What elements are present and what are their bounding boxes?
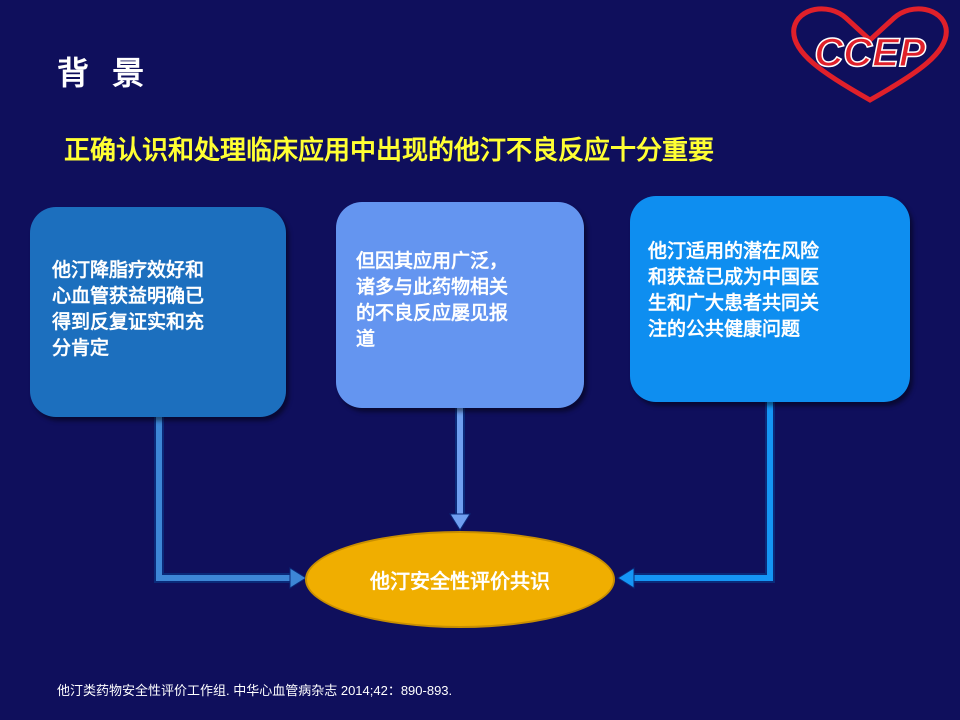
consensus-label: 他汀安全性评价共识 xyxy=(370,569,550,593)
statement-text: 他汀适用的潜在风险 和获益已成为中国医 生和广大患者共同关 注的公共健康问题 xyxy=(648,240,820,340)
arrow-left xyxy=(154,417,307,589)
subtitle: 正确认识和处理临床应用中出现的他汀不良反应十分重要 xyxy=(64,136,715,166)
arrow-right xyxy=(617,402,775,589)
citation: 他汀类药物安全性评价工作组. 中华心血管病杂志 2014;42：890-893. xyxy=(57,683,453,698)
logo-text: CCEP xyxy=(814,31,925,75)
page-title: 背 景 xyxy=(57,54,151,92)
arrow-middle xyxy=(449,408,471,531)
statement-box-adverse-reactions: 但因其应用广泛， 诸多与此药物相关 的不良反应屡见报 道 xyxy=(336,202,584,408)
ccep-logo: CCEP xyxy=(791,6,949,103)
consensus-oval: 他汀安全性评价共识 xyxy=(305,531,615,628)
statement-text: 但因其应用广泛， 诸多与此药物相关 的不良反应屡见报 道 xyxy=(356,250,509,350)
statement-box-efficacy: 他汀降脂疗效好和 心血管获益明确已 得到反复证实和充 分肯定 xyxy=(30,207,286,417)
heart-outline xyxy=(791,6,949,103)
statement-text: 他汀降脂疗效好和 心血管获益明确已 得到反复证实和充 分肯定 xyxy=(52,259,205,359)
statement-box-public-health: 他汀适用的潜在风险 和获益已成为中国医 生和广大患者共同关 注的公共健康问题 xyxy=(630,196,910,402)
